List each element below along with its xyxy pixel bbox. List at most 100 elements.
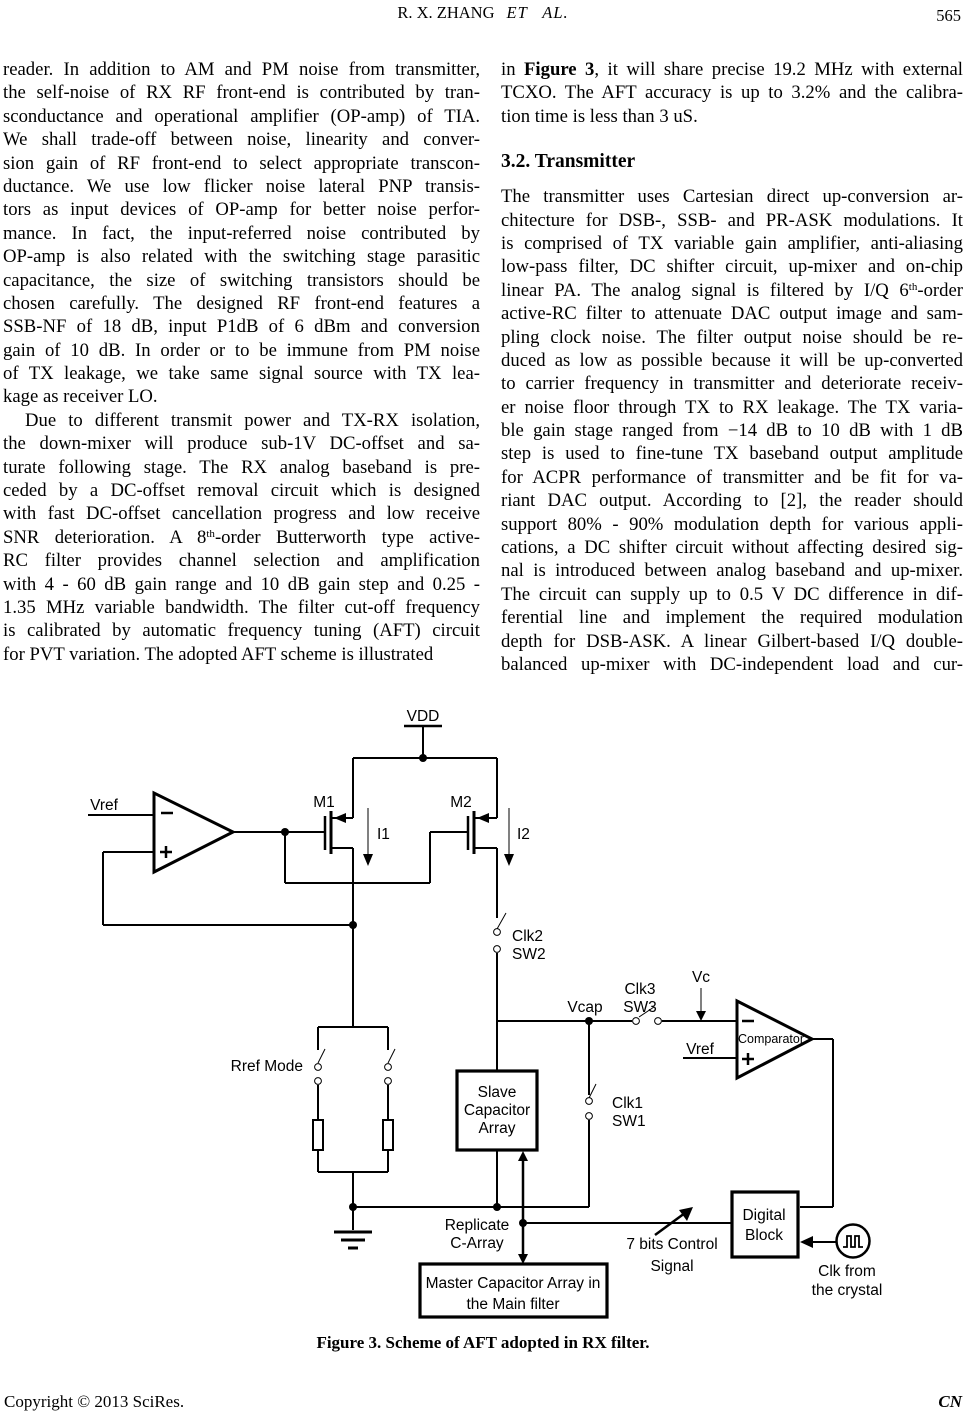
text-line: reader. In addition to AM and PM noise f… <box>3 59 480 80</box>
text-line: SNR deterioration. A 8th-order Butterwor… <box>3 526 480 548</box>
circuit-wires <box>88 724 838 1243</box>
page-footer: Copyright © 2013 SciRes. CN <box>4 1392 962 1412</box>
clk1-label: Clk1 <box>612 1095 643 1112</box>
text-line: sconductance and operational amplifier (… <box>3 105 480 127</box>
replicate-label: Replicate <box>445 1217 510 1234</box>
text-line: is calibrated by automatic frequency tun… <box>3 620 480 642</box>
text-line: duced as low as possible because it will… <box>501 349 963 371</box>
master-capacitor-array-box <box>418 1262 609 1319</box>
clock-source-icon <box>800 1223 871 1259</box>
i2-label: I2 <box>517 826 530 843</box>
text-line: with fast DC-offset cancellation progres… <box>3 503 480 525</box>
text-line: ceded by a DC-offset removal circuit whi… <box>3 480 480 502</box>
switch-sw1-icon <box>585 1083 597 1120</box>
vdd-label: VDD <box>407 708 440 725</box>
text-line: step is used to fine-tune TX baseband ou… <box>501 443 963 465</box>
m2-label: M2 <box>450 794 472 811</box>
text-line: We shall trade-off between noise, linear… <box>3 129 480 151</box>
clk2-label: Clk2 <box>512 928 543 945</box>
text-line: low-pass filter, DC shifter circuit, up-… <box>501 256 963 278</box>
replicate-array-arrow <box>518 1151 528 1264</box>
text-line: ferential line and implement the require… <box>501 607 963 629</box>
digital-block-box <box>730 1190 800 1259</box>
right-column: in Figure 3, it will share precise 19.2 … <box>501 58 963 676</box>
copyright-text: Copyright © 2013 SciRes. <box>4 1392 185 1411</box>
text-line: RC filter provides channel selection and… <box>3 550 480 572</box>
text-line: with 4 - 60 dB gain range and 10 dB gain… <box>3 573 480 595</box>
slave-capacitor-array-box <box>455 1069 539 1152</box>
control-signal-arrow <box>654 1207 693 1237</box>
figure-3-schematic: VDD Vref M1 M2 I1 I2 Clk2 SW2 Vcap Clk3 … <box>88 708 883 1319</box>
text-line: capacitance, the size of switching trans… <box>3 269 480 291</box>
text-line: The circuit can supply up to 0.5 V DC di… <box>501 583 963 605</box>
vcap-label: Vcap <box>567 999 602 1016</box>
mosfet-m1-icon <box>323 811 346 854</box>
sw2-label: SW2 <box>512 946 546 963</box>
text-line: for ACPR performance of transmitter and … <box>501 466 963 488</box>
control-signal-label: Signal <box>650 1258 693 1275</box>
paragraph: Due to different transmit power and TX-R… <box>3 409 480 666</box>
left-column: reader. In addition to AM and PM noise f… <box>3 58 480 666</box>
vref-opamp-label: Vref <box>90 797 119 814</box>
rref-switch-left-icon <box>314 1048 326 1085</box>
text-line: active-RC filter to attenuate DAC output… <box>501 303 963 325</box>
clk-crystal-label: Clk from <box>818 1263 876 1280</box>
text-line: nal is introduced between analog baseban… <box>501 560 963 582</box>
vref-comp-label: Vref <box>686 1041 715 1058</box>
clk-crystal-label: the crystal <box>812 1282 883 1299</box>
text-line: Due to different transmit power and TX-R… <box>25 409 480 431</box>
vc-label: Vc <box>692 969 710 986</box>
clk-arrow <box>800 1236 813 1248</box>
master-box-label: Master Capacitor Array in <box>426 1275 601 1292</box>
i1-current-arrow <box>363 808 373 866</box>
ground-icon <box>334 1230 372 1250</box>
text-line: pling clock noise. The filter output noi… <box>501 326 963 348</box>
opamp-icon <box>152 790 237 875</box>
mosfet-m2-icon <box>466 811 489 854</box>
text-line: depth for DSB-ASK. A linear Gilbert-base… <box>501 630 963 652</box>
switch-sw2-icon <box>493 912 507 953</box>
text-line: TCXO. The AFT accuracy is up to 3.2% and… <box>501 82 963 104</box>
rref-switch-right-icon <box>384 1048 396 1085</box>
master-box-label: the Main filter <box>466 1296 559 1313</box>
text-line: sion gain of RF front-end to select appr… <box>3 152 480 174</box>
sw3-label: SW3 <box>623 999 657 1016</box>
slave-box-label: Capacitor <box>464 1102 530 1119</box>
header-authors: R. X. ZHANG <box>397 3 495 22</box>
text-line: OP-amp is also related with the switchin… <box>3 246 480 268</box>
switch-sw3-icon <box>632 1006 662 1025</box>
text-line: in Figure 3, it will share precise 19.2 … <box>501 59 963 80</box>
text-line: gain of 10 dB. In order or to be immune … <box>3 339 480 361</box>
paragraph: The transmitter uses Cartesian direct up… <box>501 185 963 676</box>
pmos-source-arrow-icon <box>477 813 489 823</box>
text-line: turate following stage. The RX analog ba… <box>3 456 480 478</box>
text-line: er noise floor through TX to RX leakage.… <box>501 396 963 418</box>
text-line: support 80% - 90% modulation depth for v… <box>501 513 963 535</box>
vc-arrow <box>696 988 706 1021</box>
slave-box-label: Array <box>478 1120 515 1137</box>
clk3-label: Clk3 <box>624 981 655 998</box>
junction-dots <box>281 754 593 1227</box>
rref-mode-label: Rref Mode <box>231 1058 303 1075</box>
text-line: riant DAC output. According to [2], the … <box>501 490 963 512</box>
text-line: ble gain stage ranged from −14 dB to 10 … <box>501 420 963 442</box>
text-line: the down-mixer will produce sub-1V DC-of… <box>3 433 480 455</box>
resistor-right-icon <box>382 1119 394 1151</box>
paragraph: in Figure 3, it will share precise 19.2 … <box>501 58 963 128</box>
text-line: kage as receiver LO. <box>3 386 158 408</box>
text-line: for PVT variation. The adopted AFT schem… <box>3 643 434 665</box>
text-line: tion time is less than 3 uS. <box>501 105 698 127</box>
text-line: ductance. We use low flicker noise later… <box>3 175 480 197</box>
text-line: balanced up-mixer with DC-independent lo… <box>501 653 963 675</box>
digital-block-label: Digital <box>742 1207 785 1224</box>
paragraph: reader. In addition to AM and PM noise f… <box>3 58 480 409</box>
header-etal: ET AL. <box>506 3 569 22</box>
journal-abbrev: CN <box>938 1392 962 1411</box>
resistor-left-icon <box>312 1119 324 1151</box>
text-line: cations, a DC shifter circuit without af… <box>501 537 963 559</box>
sw1-label: SW1 <box>612 1113 646 1130</box>
text-line: linear PA. The analog signal is filtered… <box>501 279 963 301</box>
text-line: is comprised of TX variable gain amplifi… <box>501 232 963 254</box>
text-line: the self-noise of RX RF front-end is con… <box>3 82 480 104</box>
